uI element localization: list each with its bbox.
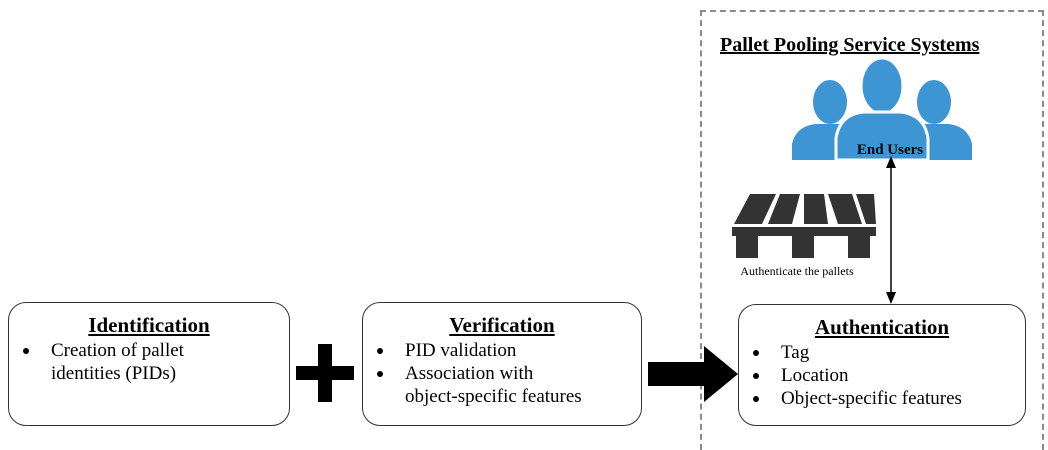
identification-item-text: identities (PIDs)	[51, 363, 177, 384]
verification-item: PID validation	[363, 339, 641, 362]
bullet-icon	[23, 348, 29, 354]
authentication-box: Authentication Tag Location Object-speci…	[738, 304, 1026, 426]
end-users-label: End Users	[856, 142, 924, 158]
verification-item: Association with	[363, 362, 641, 385]
authentication-item: Location	[739, 364, 1025, 387]
verification-item-text: PID validation	[405, 340, 517, 361]
identification-item-continued: identities (PIDs)	[9, 362, 289, 385]
verification-box: Verification PID validation Association …	[362, 302, 642, 426]
bullet-icon	[753, 373, 759, 379]
bidirectional-arrow	[886, 156, 896, 304]
authentication-item-text: Tag	[781, 342, 810, 363]
pallet-pooling-system-boundary	[700, 10, 1044, 450]
pallet-icon	[732, 194, 876, 258]
identification-item-text: Creation of pallet	[51, 340, 184, 361]
identification-title: Identification	[88, 313, 210, 337]
plus-icon	[296, 344, 354, 402]
bullet-icon	[377, 348, 383, 354]
authentication-item: Object-specific features	[739, 387, 1025, 410]
identification-item: Creation of pallet	[9, 339, 289, 362]
system-title: Pallet Pooling Service Systems	[720, 34, 980, 56]
verification-title: Verification	[449, 313, 555, 337]
authentication-title: Authentication	[814, 315, 950, 339]
authentication-item-text: Location	[781, 365, 849, 386]
right-arrow-icon	[648, 346, 738, 402]
verification-item-continued: object-specific features	[363, 385, 641, 408]
verification-item-text: object-specific features	[405, 386, 582, 407]
verification-item-text: Association with	[405, 363, 534, 384]
bullet-icon	[753, 396, 759, 402]
bullet-icon	[377, 371, 383, 377]
authentication-item: Tag	[739, 341, 1025, 364]
pallet-label: Authenticate the pallets	[740, 264, 854, 278]
bullet-icon	[753, 350, 759, 356]
identification-box: Identification Creation of pallet identi…	[8, 302, 290, 426]
end-users-icon	[792, 56, 972, 160]
authentication-item-text: Object-specific features	[781, 388, 962, 409]
